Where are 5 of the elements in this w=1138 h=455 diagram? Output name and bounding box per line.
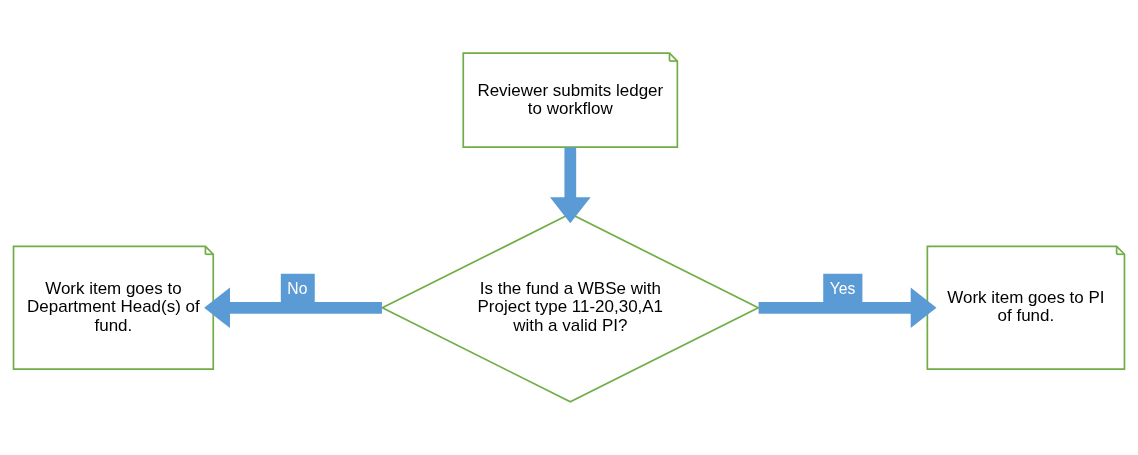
- arrow: [549, 147, 591, 224]
- edge-label: No: [287, 279, 308, 297]
- edge-label: Yes: [829, 279, 856, 297]
- arrow: [758, 287, 937, 329]
- arrow: [204, 287, 382, 329]
